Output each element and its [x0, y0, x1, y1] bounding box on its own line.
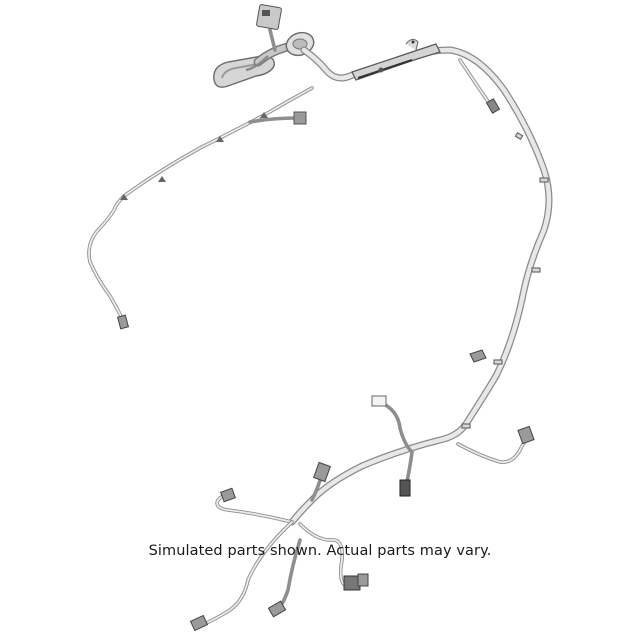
connector-icon [312, 461, 332, 483]
connector-icon [220, 487, 236, 503]
connector-icon [357, 573, 369, 587]
connector-icon [517, 425, 535, 445]
connector-icon [485, 98, 501, 114]
connector-icon [399, 479, 411, 497]
connector-icon [116, 314, 130, 330]
connector-icon [469, 349, 487, 363]
connector-icon [267, 600, 287, 618]
connector-icon [189, 614, 209, 632]
bracket-icon [351, 38, 441, 81]
connector-icon [371, 395, 387, 407]
grommet-icon [213, 4, 315, 88]
connector-icon [293, 111, 307, 125]
disclaimer-caption: Simulated parts shown. Actual parts may … [148, 543, 492, 559]
